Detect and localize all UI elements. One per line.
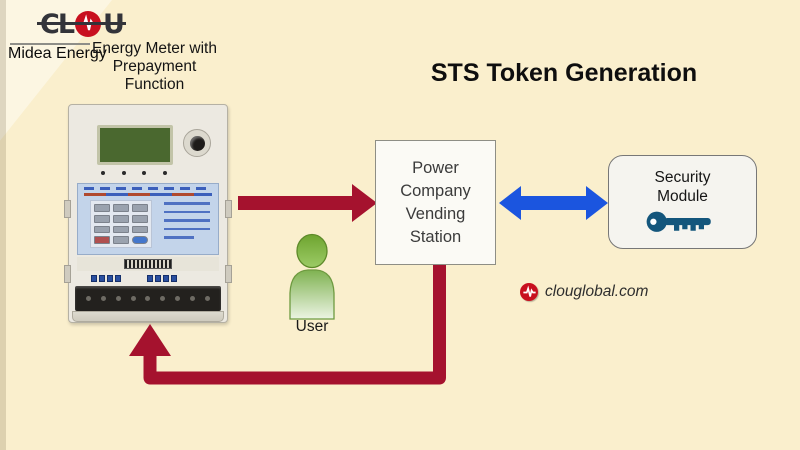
logo-strikethrough bbox=[37, 22, 126, 25]
meter-caption: Energy Meter with Prepayment Function bbox=[92, 40, 217, 93]
user-label: User bbox=[295, 318, 329, 335]
node-security-module: Security Module bbox=[608, 155, 757, 249]
meter-panel-text-lines bbox=[164, 202, 210, 245]
arrow-vending-to-meter-loop bbox=[129, 260, 446, 385]
meter-label-strip bbox=[77, 257, 219, 271]
meter-optical-port bbox=[183, 129, 211, 157]
meter-keypad bbox=[90, 200, 152, 248]
meter-keypad-panel bbox=[77, 183, 219, 255]
page-title: STS Token Generation bbox=[430, 59, 698, 87]
clou-logo: CL U bbox=[37, 7, 126, 41]
left-edge-shadow bbox=[0, 0, 6, 450]
security-module-label: Security Module bbox=[654, 169, 711, 205]
user-icon bbox=[289, 233, 335, 320]
meter-bottom-cover bbox=[72, 311, 224, 322]
meter-leds bbox=[101, 171, 167, 175]
vending-station-label: Power Company Vending Station bbox=[400, 158, 471, 246]
pulse-icon bbox=[520, 283, 538, 301]
website-text: clouglobal.com bbox=[545, 283, 649, 300]
meter-terminal-strip bbox=[75, 286, 221, 311]
arrow-meter-to-vending bbox=[238, 184, 377, 222]
arrow-vending-security-bidirectional bbox=[499, 186, 608, 220]
meter-connectors bbox=[91, 275, 207, 282]
website-credit: clouglobal.com bbox=[520, 283, 648, 301]
energy-meter-illustration bbox=[64, 104, 232, 323]
watermark-text: Midea Energy bbox=[8, 45, 107, 62]
logo-underline bbox=[10, 43, 90, 45]
key-icon bbox=[646, 211, 711, 232]
barcode bbox=[124, 259, 172, 269]
meter-lcd bbox=[97, 125, 173, 165]
node-power-company-vending-station: Power Company Vending Station bbox=[375, 140, 496, 265]
